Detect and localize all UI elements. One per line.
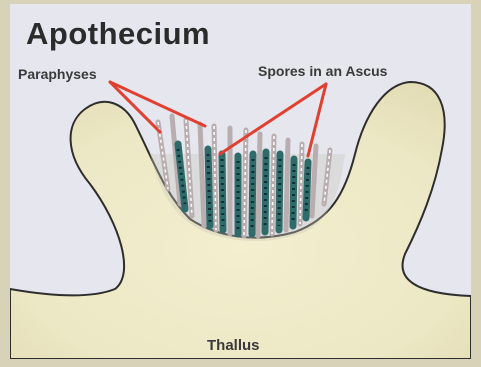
spores-label: Spores in an Ascus (258, 63, 388, 79)
thallus-label: Thallus (207, 337, 260, 354)
diagram-panel: Apothecium Paraphyses Spores in an Ascus… (10, 4, 471, 359)
diagram-title: Apothecium (26, 16, 210, 51)
paraphyses-label: Paraphyses (18, 66, 97, 82)
apothecium-diagram: Apothecium Paraphyses Spores in an Ascus… (10, 4, 471, 359)
